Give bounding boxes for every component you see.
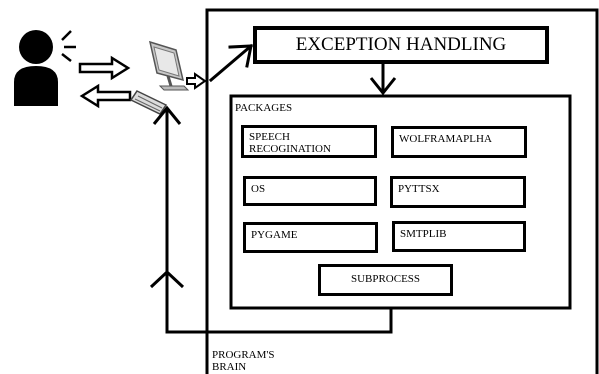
program-brain-line2: BRAIN <box>212 361 247 373</box>
package-pygame: PYGAME <box>243 222 378 253</box>
user-icon <box>14 30 58 106</box>
keyboard-icon <box>129 90 168 115</box>
arrow-to-exception <box>208 43 254 83</box>
package-speech-line1: SPEECH <box>249 131 290 143</box>
package-subprocess: SUBPROCESS <box>318 264 453 296</box>
arrow-to-packages <box>369 64 397 96</box>
package-os-label: OS <box>251 183 266 195</box>
computer-to-brain-arrow <box>186 72 207 90</box>
computer-icon <box>148 40 190 91</box>
output-arrow <box>79 83 132 109</box>
package-wolframalpha-label: WOLFRAMAPLHA <box>399 133 492 145</box>
package-smtplib: SMTPLIB <box>392 221 526 252</box>
exception-handling-label: EXCEPTION HANDLING <box>295 34 507 55</box>
package-pyttsx-label: PYTTSX <box>398 183 440 195</box>
program-brain-line1: PROGRAM'S <box>212 349 275 361</box>
package-pyttsx: PYTTSX <box>390 176 526 208</box>
package-os: OS <box>243 176 377 206</box>
packages-label: PACKAGES <box>235 102 293 114</box>
package-subprocess-label: SUBPROCESS <box>350 273 421 285</box>
program-brain-boundary <box>205 8 599 374</box>
input-arrow <box>78 55 131 81</box>
program-brain-label: PROGRAM'S BRAIN <box>212 349 275 373</box>
feedback-loop <box>149 105 393 334</box>
package-speech-line2: RECOGINATION <box>249 143 331 155</box>
package-pygame-label: PYGAME <box>251 229 298 241</box>
sound-waves-icon <box>61 30 76 62</box>
package-wolframalpha: WOLFRAMAPLHA <box>391 126 527 158</box>
exception-handling-box: EXCEPTION HANDLING <box>253 26 549 64</box>
package-smtplib-label: SMTPLIB <box>400 228 447 240</box>
package-speech-recognition: SPEECH RECOGINATION <box>241 125 377 158</box>
